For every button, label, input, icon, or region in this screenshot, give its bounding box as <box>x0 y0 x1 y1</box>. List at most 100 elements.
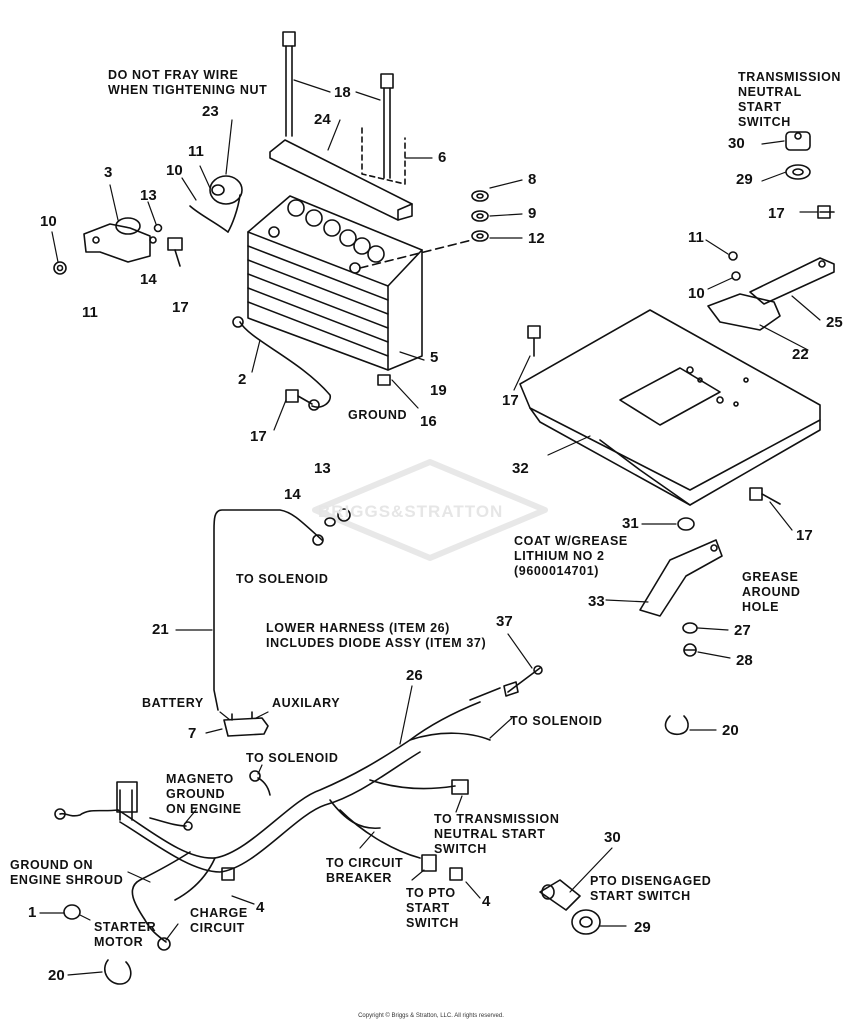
nut-13-wire <box>337 508 351 522</box>
label-to-pto: TO PTO START SWITCH <box>406 886 459 930</box>
label-to-transmission: TO TRANSMISSION NEUTRAL START SWITCH <box>434 812 560 856</box>
diode-37 <box>503 665 543 697</box>
part-number: 17 <box>768 205 785 222</box>
part-number: 29 <box>634 919 651 936</box>
bolt-18-short <box>380 73 394 179</box>
part-number: 14 <box>284 486 301 503</box>
charge-terminal <box>157 937 171 951</box>
bolt-17-solenoid <box>167 237 183 267</box>
connector-4a <box>221 867 235 881</box>
part-number: 25 <box>826 314 843 331</box>
label-grease-hole: GREASE AROUND HOLE <box>742 570 801 614</box>
label-magneto-ground: MAGNETO GROUND ON ENGINE <box>166 772 242 816</box>
part-number: 31 <box>622 515 639 532</box>
magneto-connector <box>116 781 138 813</box>
nut-29-bottom <box>571 909 601 935</box>
part-number: 21 <box>152 621 169 638</box>
bracket-33 <box>639 539 723 617</box>
part-number: 11 <box>188 143 204 160</box>
part-number: 11 <box>688 229 704 246</box>
cable-23 <box>189 175 243 233</box>
part-number: 20 <box>48 967 65 984</box>
label-pto-disengaged: PTO DISENGAGED START SWITCH <box>590 874 712 903</box>
part-number: 26 <box>406 667 423 684</box>
part-number: 29 <box>736 171 753 188</box>
part-number: 1 <box>28 904 37 921</box>
part-number: 32 <box>512 460 529 477</box>
part-number: 5 <box>430 349 439 366</box>
leader-lines <box>39 79 821 976</box>
part-number: 6 <box>438 149 447 166</box>
pto-connector <box>421 854 437 872</box>
part-number: 3 <box>104 164 113 181</box>
label-starter-motor: STARTER MOTOR <box>94 920 157 949</box>
battery-cable <box>239 321 332 408</box>
label-coat-grease: COAT W/GREASE LITHIUM NO 2 (9600014701) <box>514 534 628 578</box>
part-number: 4 <box>256 899 265 916</box>
nut-29-top <box>785 164 811 180</box>
solenoid <box>83 217 151 263</box>
washer-13 <box>153 223 163 233</box>
nut-11-mid <box>728 251 738 261</box>
part-number: 20 <box>722 722 739 739</box>
terminal-nut <box>377 374 391 386</box>
label-lower-harness: LOWER HARNESS (ITEM 26) INCLUDES DIODE A… <box>266 621 487 650</box>
washer-12 <box>471 230 489 242</box>
dashed-terminal-line <box>359 239 473 269</box>
nut-8 <box>471 190 489 202</box>
part-number: 28 <box>736 652 753 669</box>
watermark-logo <box>312 459 548 561</box>
bracket-6 <box>361 127 406 185</box>
washer-9 <box>471 210 489 222</box>
nut-31 <box>677 517 695 531</box>
plate-22 <box>707 293 781 331</box>
part-number: 37 <box>496 613 513 630</box>
copyright-notice: Copyright © Briggs & Stratton, LLC. All … <box>358 1013 504 1019</box>
label-ground-engine-shroud: GROUND ON ENGINE SHROUD <box>10 858 124 887</box>
part-number: 11 <box>82 304 98 321</box>
part-number: 14 <box>140 271 157 288</box>
part-number: 17 <box>796 527 813 544</box>
solenoid-terminal <box>249 770 261 782</box>
part-number: 16 <box>420 413 437 430</box>
label-to-solenoid-diode: TO SOLENOID <box>510 714 603 728</box>
clip-20-right <box>664 715 689 736</box>
bracket-25 <box>749 257 835 305</box>
part-number: 4 <box>482 893 491 910</box>
part-number: 17 <box>172 299 189 316</box>
screw-28 <box>683 643 697 657</box>
connector-4b <box>449 867 463 881</box>
part-number: 30 <box>604 829 621 846</box>
bolt-17-plate-right <box>749 487 781 505</box>
part-number: 17 <box>250 428 267 445</box>
mounting-plate <box>519 309 821 506</box>
watermark-text: BRIGGS&STRATTON <box>318 502 504 521</box>
part-number: 12 <box>528 230 545 247</box>
part-number: 10 <box>166 162 183 179</box>
part-number: 2 <box>238 371 247 388</box>
part-number: 19 <box>430 382 447 399</box>
part-number: 33 <box>588 593 605 610</box>
bolt-17-plate <box>527 325 541 357</box>
label-battery: BATTERY <box>142 696 204 710</box>
switch-30-bottom <box>539 879 581 911</box>
part-number: 8 <box>528 171 537 188</box>
part-number: 18 <box>334 84 351 101</box>
part-number: 10 <box>40 213 57 230</box>
label-charge-circuit: CHARGE CIRCUIT <box>190 906 248 935</box>
part-number: 24 <box>314 111 331 128</box>
bolt-17-ground <box>285 389 313 405</box>
label-to-circuit-breaker: TO CIRCUIT BREAKER <box>326 856 404 885</box>
washer-14-wire <box>324 517 336 527</box>
switch-30-top <box>785 131 811 151</box>
clip-20-bottom <box>104 959 132 985</box>
label-do-not-fray: DO NOT FRAY WIRE WHEN TIGHTENING NUT <box>108 68 268 97</box>
part-number: 23 <box>202 103 219 120</box>
trans-connector <box>451 779 469 795</box>
bolt-17-right <box>817 205 835 219</box>
part-number: 9 <box>528 205 537 222</box>
label-to-solenoid-harness: TO SOLENOID <box>246 751 339 765</box>
washer-27 <box>682 622 698 634</box>
part-number: 22 <box>792 346 809 363</box>
